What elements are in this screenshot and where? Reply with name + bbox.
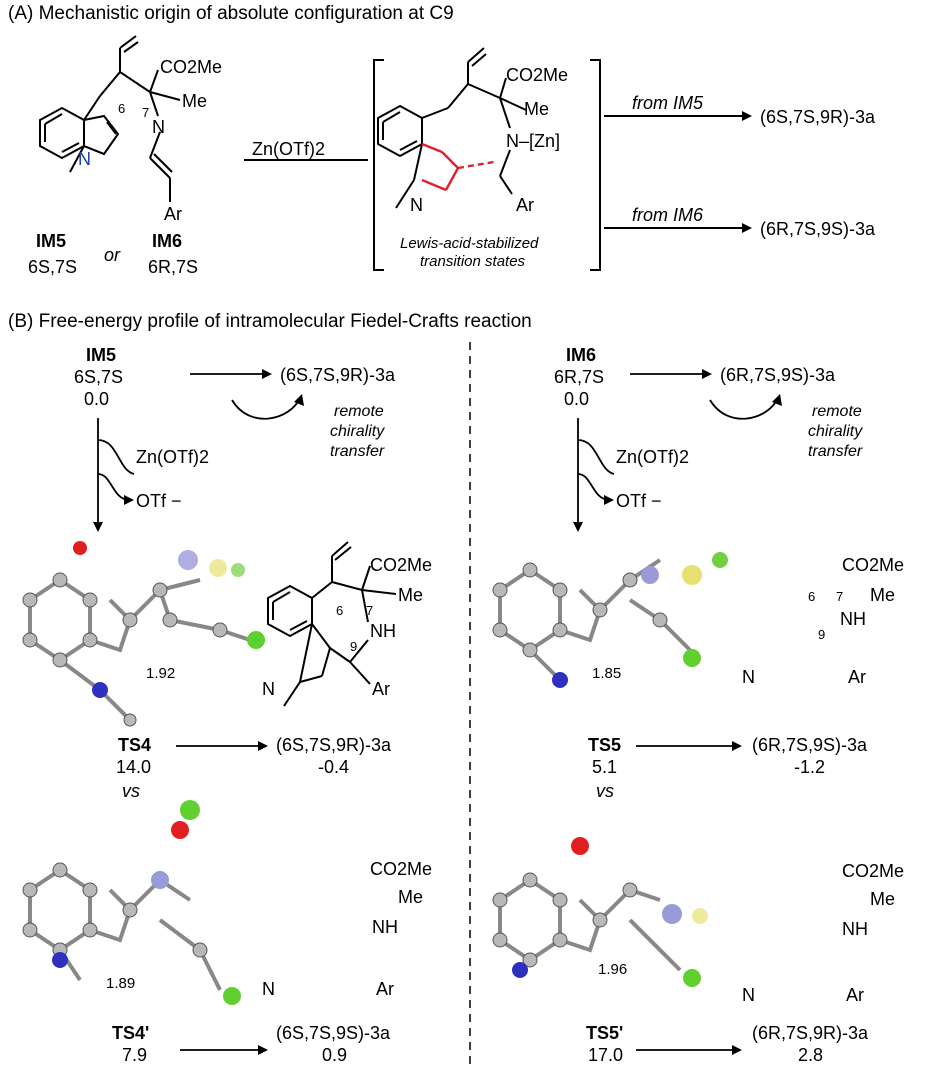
me-label-b2: Me xyxy=(870,585,896,605)
c6-label-a1: 6 xyxy=(118,101,126,116)
ts5-product: (6R,7S,9S)-3a xyxy=(752,735,868,755)
ar-label-b4: Ar xyxy=(846,985,864,1005)
left-arrow-product: (6S,7S,9R)-3a xyxy=(280,365,396,385)
n-label-b1: N xyxy=(262,679,275,699)
ts4p-energy: 7.9 xyxy=(122,1045,148,1065)
ar-label-a2: Ar xyxy=(516,195,534,215)
me-label-a2: Me xyxy=(524,99,550,119)
ar-label-b2: Ar xyxy=(848,667,866,687)
ar-label-a1: Ar xyxy=(164,204,182,224)
c6-label-b1: 6 xyxy=(336,603,344,618)
ts4-distance: 1.92 xyxy=(146,665,176,682)
product-lower-a: (6R,7S,9S)-3a xyxy=(760,219,876,239)
im6-label-a: IM6 xyxy=(152,231,183,251)
n-label-b2: N xyxy=(742,667,755,687)
from-im6-label: from IM6 xyxy=(632,205,704,225)
from-im5-label: from IM5 xyxy=(632,93,704,113)
left-reagent: Zn(OTf)2 xyxy=(136,447,210,467)
n-indole-label-a2: N xyxy=(410,195,423,215)
me-label-b3: Me xyxy=(398,887,424,907)
section-a-title: (A) Mechanistic origin of absolute confi… xyxy=(8,3,454,24)
right-leaving: OTf − xyxy=(616,491,662,511)
me-label-a1: Me xyxy=(182,91,208,111)
n-indole-label-a1: N xyxy=(78,149,91,169)
me-label-b1: Me xyxy=(398,585,424,605)
co2me-label-a1: CO2Me xyxy=(160,57,223,77)
ts5p-label: TS5' xyxy=(586,1023,624,1043)
ts4-product: (6S,7S,9R)-3a xyxy=(276,735,392,755)
left-note-3: transfer xyxy=(330,443,385,460)
ts5-label: TS5 xyxy=(588,735,622,755)
nh-label-b3: NH xyxy=(372,917,398,937)
zn-label-a2: N–[Zn] xyxy=(506,131,561,151)
co2me-label-b4: CO2Me xyxy=(842,861,905,881)
ts4-label: TS4 xyxy=(118,735,152,755)
c7-label-b1: 7 xyxy=(366,603,374,618)
ts4p-distance: 1.89 xyxy=(106,975,136,992)
right-start-config: 6R,7S xyxy=(554,367,605,387)
nh-label-b4: NH xyxy=(842,919,868,939)
ts4-energy: 14.0 xyxy=(116,757,152,777)
ts4-product-energy: -0.4 xyxy=(318,757,350,777)
ts4-vs: vs xyxy=(122,781,140,801)
c9-label-b2: 9 xyxy=(818,627,826,642)
right-reagent: Zn(OTf)2 xyxy=(616,447,690,467)
left-start-config: 6S,7S xyxy=(74,367,124,387)
ts4p-product-energy: 0.9 xyxy=(322,1045,348,1065)
ts5p-product: (6R,7S,9R)-3a xyxy=(752,1023,869,1043)
reagent-a: Zn(OTf)2 xyxy=(252,139,326,159)
ts5-vs: vs xyxy=(596,781,614,801)
right-arrow-product: (6R,7S,9S)-3a xyxy=(720,365,836,385)
section-b-title: (B) Free-energy profile of intramolecula… xyxy=(8,311,532,332)
ts5-distance: 1.85 xyxy=(592,665,622,682)
me-label-b4: Me xyxy=(870,889,896,909)
left-note-1: remote xyxy=(334,403,384,420)
c7-label-a1: 7 xyxy=(142,105,150,120)
ts5p-energy: 17.0 xyxy=(588,1045,624,1065)
im5-config-a: 6S,7S xyxy=(28,257,78,277)
ts5p-product-energy: 2.8 xyxy=(798,1045,824,1065)
right-note-2: chirality xyxy=(808,423,863,440)
c7-label-b2: 7 xyxy=(836,589,844,604)
c6-label-b2: 6 xyxy=(808,589,816,604)
ts5-energy: 5.1 xyxy=(592,757,618,777)
co2me-label-a2: CO2Me xyxy=(506,65,569,85)
ts-caption-1: Lewis-acid-stabilized xyxy=(400,235,539,252)
or-label-a: or xyxy=(104,245,121,265)
right-start-label: IM6 xyxy=(566,345,597,365)
left-start-energy: 0.0 xyxy=(84,389,110,409)
ts5p-distance: 1.96 xyxy=(598,961,628,978)
ar-label-b1: Ar xyxy=(372,679,390,699)
n-label-b3: N xyxy=(262,979,275,999)
left-note-2: chirality xyxy=(330,423,385,440)
right-note-1: remote xyxy=(812,403,862,420)
right-note-3: transfer xyxy=(808,443,863,460)
co2me-label-b2: CO2Me xyxy=(842,555,905,575)
c9-label-b1: 9 xyxy=(350,639,358,654)
left-start-label: IM5 xyxy=(86,345,117,365)
co2me-label-b1: CO2Me xyxy=(370,555,433,575)
right-start-energy: 0.0 xyxy=(564,389,590,409)
ts4p-label: TS4' xyxy=(112,1023,150,1043)
nh-label-b1: NH xyxy=(370,621,396,641)
im5-label-a: IM5 xyxy=(36,231,67,251)
n-label-a1: N xyxy=(152,117,165,137)
product-upper-a: (6S,7S,9R)-3a xyxy=(760,107,876,127)
ts5-product-energy: -1.2 xyxy=(794,757,826,777)
nh-label-b2: NH xyxy=(840,609,866,629)
co2me-label-b3: CO2Me xyxy=(370,859,433,879)
ar-label-b3: Ar xyxy=(376,979,394,999)
im6-config-a: 6R,7S xyxy=(148,257,199,277)
n-label-b4: N xyxy=(742,985,755,1005)
ts4p-product: (6S,7S,9S)-3a xyxy=(276,1023,391,1043)
ts-caption-2: transition states xyxy=(420,253,526,270)
left-leaving: OTf − xyxy=(136,491,182,511)
